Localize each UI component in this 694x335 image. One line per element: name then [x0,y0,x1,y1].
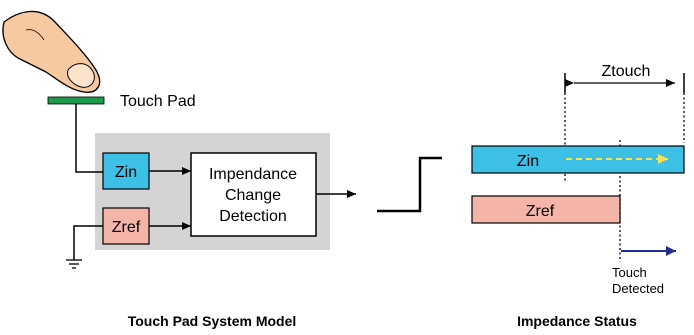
left-caption: Touch Pad System Model [128,313,297,329]
zref-bar [471,195,621,224]
zin-block [102,152,150,190]
detector-line-3: Detection [219,208,287,225]
zin-bar-label: Zin [517,153,539,170]
zref-block-label: Zref [112,219,141,236]
detector-line-1: Impendance [209,166,297,183]
touch-detected-line-1: Touch [612,265,647,280]
touch-pad-label: Touch Pad [120,93,196,110]
touch-pad [47,96,105,105]
step-signal [377,156,442,213]
zref-bar-label: Zref [526,203,555,220]
zin-block-label: Zin [115,164,137,181]
zref-block [102,207,150,245]
right-caption: Impedance Status [517,313,637,329]
touch-detected-line-2: Detected [612,281,664,296]
ztouch-label: Ztouch [602,63,651,80]
detector-line-2: Change [225,187,281,204]
ground-icon [66,259,82,269]
finger-icon [2,10,101,93]
